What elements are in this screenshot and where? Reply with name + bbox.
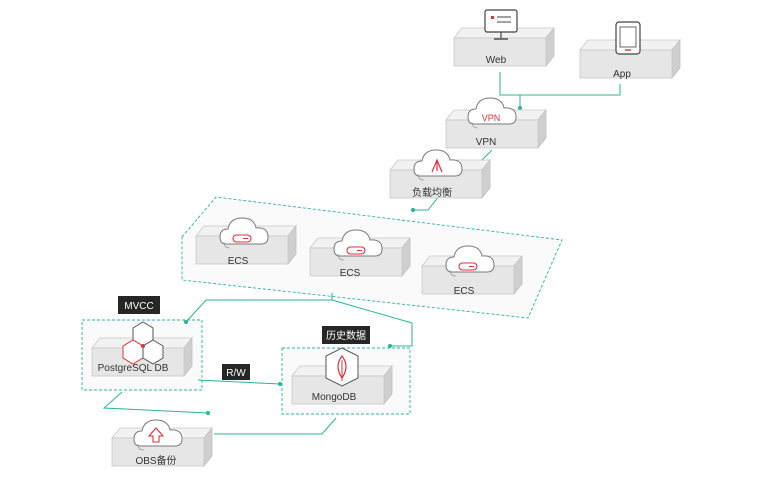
cloud-server-icon bbox=[445, 245, 495, 277]
node-web-label: Web bbox=[486, 55, 507, 66]
rw-tag-text: R/W bbox=[226, 368, 246, 379]
cloud-server-icon bbox=[333, 229, 383, 261]
cloud-upload-icon bbox=[133, 419, 183, 451]
node-mongodb: MongoDB bbox=[291, 347, 393, 405]
node-app: App bbox=[579, 21, 681, 80]
node-load-balancer: 负载均衡 bbox=[389, 149, 491, 199]
connector-ecs-mongo bbox=[331, 299, 413, 349]
node-ecs-3-label: ECS bbox=[454, 286, 475, 297]
node-postgresql: PostgreSQL DB bbox=[91, 321, 193, 377]
node-web: Web bbox=[453, 9, 555, 67]
connector-postgres-mongo bbox=[197, 379, 283, 387]
vpn-icon-text: VPN bbox=[482, 113, 501, 123]
rw-tag: R/W bbox=[222, 364, 250, 380]
node-app-label: App bbox=[613, 69, 631, 80]
node-ecs-3: ECS bbox=[421, 245, 523, 297]
connector-postgres-obs bbox=[102, 391, 211, 416]
monitor-icon bbox=[484, 9, 518, 40]
node-obs-label: OBS备份 bbox=[135, 454, 176, 467]
connector-lb-ecs bbox=[410, 194, 441, 213]
node-ecs-1: ECS bbox=[195, 217, 297, 267]
node-vpn: VPN VPN bbox=[445, 97, 547, 149]
mvcc-tag: MVCC bbox=[118, 296, 160, 314]
connector-web-vpn bbox=[499, 72, 523, 111]
connector-ecs-postgres bbox=[183, 293, 333, 325]
node-ecs-2-label: ECS bbox=[340, 268, 361, 279]
node-vpn-label: VPN bbox=[476, 137, 497, 148]
hexagon-cluster-icon bbox=[122, 321, 164, 365]
node-obs-backup: OBS备份 bbox=[111, 419, 213, 467]
node-mongodb-label: MongoDB bbox=[312, 392, 357, 403]
history-data-tag-text: 历史数据 bbox=[326, 329, 366, 342]
cloud-load-balancer-icon bbox=[413, 149, 463, 181]
node-postgresql-label: PostgreSQL DB bbox=[98, 363, 169, 374]
node-ecs-1-label: ECS bbox=[228, 256, 249, 267]
node-lb-label: 负载均衡 bbox=[412, 186, 452, 199]
mvcc-tag-text: MVCC bbox=[124, 301, 153, 312]
connector-app-vpn bbox=[520, 84, 621, 96]
cloud-server-icon bbox=[219, 217, 269, 249]
node-ecs-2: ECS bbox=[309, 229, 411, 279]
leaf-icon bbox=[325, 347, 359, 387]
cloud-vpn-icon: VPN bbox=[467, 97, 517, 129]
connector-mongo-obs bbox=[214, 417, 337, 435]
history-data-tag: 历史数据 bbox=[322, 326, 370, 344]
tablet-icon bbox=[615, 21, 641, 55]
